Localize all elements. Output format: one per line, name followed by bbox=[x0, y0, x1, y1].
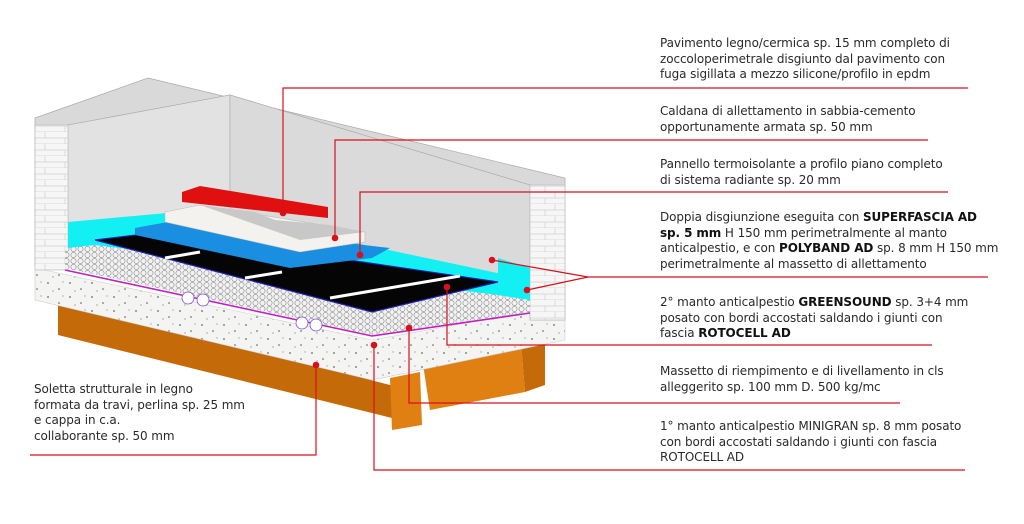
label-text: perimetralmente al massetto di allettame… bbox=[660, 256, 927, 271]
label-insulating-panel: Pannello termoisolante a profilo piano c… bbox=[660, 157, 943, 188]
label-text: Soletta strutturale in legno bbox=[34, 382, 193, 396]
pipe-circles bbox=[181, 291, 323, 332]
label-line: e cappa in c.a. bbox=[34, 413, 245, 429]
label-text: Pavimento legno/cermica sp. 15 mm comple… bbox=[660, 36, 950, 50]
label-line: Doppia disgiunzione eseguita con SUPERFA… bbox=[660, 210, 998, 226]
label-text: alleggerito sp. 100 mm D. 500 kg/mc bbox=[660, 379, 881, 394]
minigran-layer bbox=[64, 269, 531, 337]
label-line: zoccoloperimetrale disgiunto dal pavimen… bbox=[660, 52, 950, 68]
label-line: Pannello termoisolante a profilo piano c… bbox=[660, 157, 943, 173]
label-text: fascia bbox=[660, 326, 699, 340]
label-text: 1° manto anticalpestio MINIGRAN sp. 8 mm… bbox=[660, 419, 962, 433]
label-text: ROTOCELL AD bbox=[698, 326, 791, 340]
label-text: H 150 mm perimetralmente al manto bbox=[721, 225, 947, 240]
label-text: 2° manto anticalpestio bbox=[660, 295, 799, 309]
label-text: sp. 8 mm H 150 mm bbox=[873, 241, 999, 255]
structural-slab bbox=[34, 267, 566, 381]
label-double-disjunction: Doppia disgiunzione eseguita con SUPERFA… bbox=[660, 210, 998, 272]
label-line: ROTOCELL AD bbox=[660, 450, 961, 466]
label-line: Pavimento legno/cermica sp. 15 mm comple… bbox=[660, 36, 950, 52]
radiant-gaps bbox=[164, 250, 461, 300]
label-greensound: 2° manto anticalpestio GREENSOUND sp. 3+… bbox=[660, 295, 968, 342]
label-text: Massetto di riempimento e di livellament… bbox=[660, 364, 944, 378]
label-line: posato con bordi accostati saldando i gi… bbox=[660, 311, 968, 327]
label-text: ROTOCELL AD bbox=[660, 450, 745, 464]
baseboard bbox=[182, 186, 328, 218]
label-structural-slab: Soletta strutturale in legno formata da … bbox=[34, 382, 245, 444]
label-text: zoccoloperimetrale disgiunto dal pavimen… bbox=[660, 51, 945, 66]
label-text: fuga sigillata a mezzo silicone/profilo … bbox=[660, 67, 931, 81]
label-line: fuga sigillata a mezzo silicone/profilo … bbox=[660, 67, 950, 83]
label-line: anticalpestio, e con POLYBAND AD sp. 8 m… bbox=[660, 241, 998, 257]
label-text: SUPERFASCIA AD bbox=[862, 210, 977, 224]
label-line: Soletta strutturale in legno bbox=[34, 382, 245, 398]
label-text: GREENSOUND bbox=[798, 295, 892, 309]
label-line: con bordi accostati saldando i giunti co… bbox=[660, 435, 961, 451]
label-line: Caldana di allettamento in sabbia-cement… bbox=[660, 104, 916, 120]
label-text: formata da travi, perlina sp. 25 mm bbox=[34, 397, 245, 412]
label-bedding-screed: Caldana di allettamento in sabbia-cement… bbox=[660, 104, 916, 135]
label-line: collaborante sp. 50 mm bbox=[34, 429, 245, 445]
insulating-panel bbox=[135, 222, 390, 268]
label-text: anticalpestio, e con bbox=[660, 241, 780, 255]
label-text: Caldana di allettamento in sabbia-cement… bbox=[660, 104, 916, 118]
label-text: Pannello termoisolante a profilo piano c… bbox=[660, 157, 943, 171]
label-text: posato con bordi accostati saldando i gi… bbox=[660, 310, 943, 325]
label-line: Massetto di riempimento e di livellament… bbox=[660, 364, 944, 380]
label-text: sp. 5 mm bbox=[660, 225, 722, 240]
label-text: di sistema radiante sp. 20 mm bbox=[660, 172, 841, 187]
label-text: e cappa in c.a. bbox=[34, 413, 121, 427]
leader-dots bbox=[279, 209, 531, 369]
label-line: opportunamente armata sp. 50 mm bbox=[660, 120, 916, 136]
label-flooring: Pavimento legno/cermica sp. 15 mm comple… bbox=[660, 36, 950, 83]
label-text: opportunamente armata sp. 50 mm bbox=[660, 119, 873, 134]
label-line: 2° manto anticalpestio GREENSOUND sp. 3+… bbox=[660, 295, 968, 311]
label-line: sp. 5 mm H 150 mm perimetralmente al man… bbox=[660, 226, 998, 242]
label-text: POLYBAND AD bbox=[779, 241, 874, 255]
label-line: fascia ROTOCELL AD bbox=[660, 326, 968, 342]
label-line: perimetralmente al massetto di allettame… bbox=[660, 257, 998, 273]
label-line: 1° manto anticalpestio MINIGRAN sp. 8 mm… bbox=[660, 419, 961, 435]
label-line: alleggerito sp. 100 mm D. 500 kg/mc bbox=[660, 380, 944, 396]
label-line: di sistema radiante sp. 20 mm bbox=[660, 173, 943, 189]
label-text: sp. 3+4 mm bbox=[891, 295, 969, 309]
label-filling-screed: Massetto di riempimento e di livellament… bbox=[660, 364, 944, 395]
leader-lines bbox=[30, 87, 988, 471]
label-minigran: 1° manto anticalpestio MINIGRAN sp. 8 mm… bbox=[660, 419, 961, 466]
label-text: collaborante sp. 50 mm bbox=[34, 428, 175, 443]
label-line: formata da travi, perlina sp. 25 mm bbox=[34, 398, 245, 414]
label-text: con bordi accostati saldando i giunti co… bbox=[660, 434, 937, 449]
label-text: Doppia disgiunzione eseguita con bbox=[660, 210, 863, 224]
